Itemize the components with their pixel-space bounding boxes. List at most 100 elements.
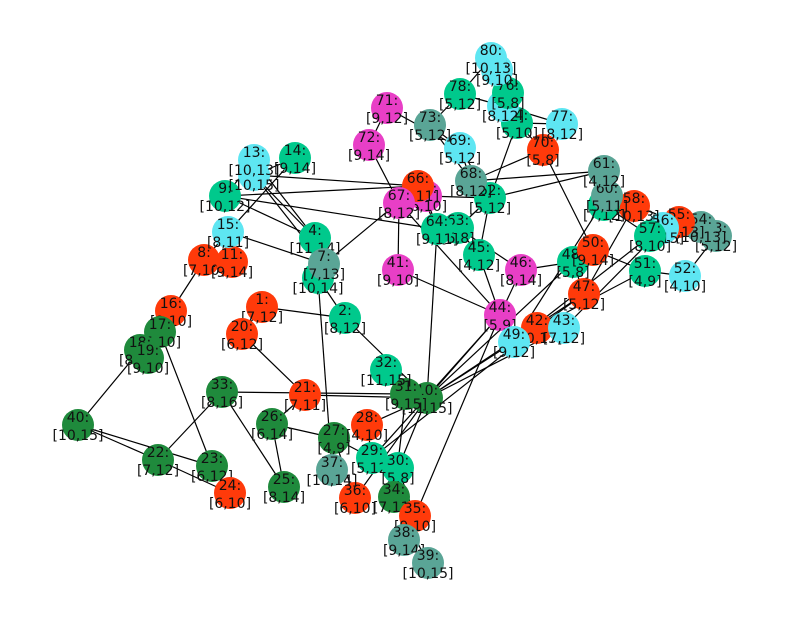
graph-node: 37:[10,14] — [306, 454, 358, 489]
graph-node: 19:[9,10] — [127, 342, 169, 377]
node-range-label: [8,12] — [324, 321, 366, 337]
node-range-label: [9,15] — [385, 397, 427, 413]
node-id-label: 21: — [294, 380, 317, 396]
graph-node: 14:[9,14] — [274, 142, 316, 177]
node-id-label: 9: — [218, 181, 232, 197]
edge-44-67 — [398, 202, 501, 316]
node-range-label: [5,10] — [496, 126, 538, 142]
node-circle — [498, 326, 530, 358]
node-id-label: 54: — [690, 212, 713, 228]
node-id-label: 1: — [255, 292, 269, 308]
node-id-label: 38: — [393, 525, 416, 541]
node-circle — [370, 354, 402, 386]
node-circle — [463, 239, 495, 271]
graph-node: 33:[8,16] — [201, 376, 243, 411]
node-id-label: 24: — [219, 478, 242, 494]
node-circle — [568, 278, 600, 310]
node-id-label: 11: — [221, 247, 244, 263]
graph-node: 71:[9,12] — [366, 92, 408, 127]
graph-node: 45:[4,12] — [458, 239, 500, 274]
graph-node: 52:[4,10] — [664, 260, 706, 295]
node-id-label: 40: — [67, 410, 90, 426]
node-range-label: [6,12] — [221, 337, 263, 353]
node-id-label: 23: — [201, 451, 224, 467]
node-id-label: 33: — [211, 377, 234, 393]
node-range-label: [9,11] — [416, 232, 458, 248]
edge-40-23 — [77, 424, 213, 467]
graph-node: 32:[11,15] — [360, 354, 412, 389]
node-circle — [226, 318, 258, 350]
node-circle — [588, 155, 620, 187]
graph-node: 60:[5,11] — [586, 180, 628, 215]
node-range-label: [6,14] — [251, 427, 293, 443]
node-circle — [132, 342, 164, 374]
node-range-label: [7,12] — [543, 331, 585, 347]
node-id-label: 4: — [308, 223, 322, 239]
graph-node: 26:[6,14] — [251, 408, 293, 443]
node-circle — [548, 312, 580, 344]
graph-node: 77:[8,12] — [541, 108, 583, 143]
edge-36-10 — [354, 397, 428, 499]
node-circle — [521, 312, 553, 344]
node-circle — [62, 409, 94, 441]
node-circle — [629, 255, 661, 287]
node-range-label: [10,15] — [52, 428, 103, 444]
node-circle — [475, 42, 507, 74]
graph-node: 31: [9,15] — [385, 378, 427, 413]
node-circle — [484, 299, 516, 331]
node-id-label: 52: — [674, 261, 697, 277]
node-circle — [455, 165, 487, 197]
edge-35-44 — [414, 314, 501, 517]
node-circle — [383, 187, 415, 219]
node-circle — [388, 524, 420, 556]
node-range-label: [4,9] — [628, 274, 661, 290]
graph-node: 9:[10,12] — [199, 180, 251, 215]
node-id-label: 80: — [480, 43, 503, 59]
node-range-label: [8,14] — [263, 490, 305, 506]
edge-66-9 — [224, 185, 419, 197]
node-id-label: 42: — [526, 313, 549, 329]
node-id-label: 13: — [243, 145, 266, 161]
edge-15-14 — [227, 157, 296, 233]
graph-node: 61:[4,12] — [583, 155, 625, 190]
edge-68-61 — [470, 170, 605, 182]
node-id-label: 41: — [387, 255, 410, 271]
node-id-label: 31: — [395, 379, 418, 395]
edge-33-25 — [221, 391, 285, 488]
graph-node: 2: [8,12] — [324, 302, 366, 337]
node-circle — [356, 442, 388, 474]
graph-node: 50:[9,14] — [572, 234, 614, 269]
node-circle — [591, 180, 623, 212]
node-circle — [382, 452, 414, 484]
node-id-label: 28: — [356, 410, 379, 426]
node-id-label: 15: — [217, 217, 240, 233]
node-range-label: [8,12] — [450, 184, 492, 200]
node-id-label: 7: — [317, 249, 331, 265]
graph-node: 47:[5,12] — [563, 278, 605, 313]
node-id-label: 43: — [553, 313, 576, 329]
node-range-label: [8,14] — [500, 273, 542, 289]
node-id-label: 14: — [284, 143, 307, 159]
node-id-label: 47: — [573, 279, 596, 295]
node-range-label: [9,10] — [127, 361, 169, 377]
node-id-label: 71: — [376, 93, 399, 109]
node-id-label: 2: — [338, 303, 352, 319]
edge-17-23 — [159, 331, 213, 467]
node-id-label: 44: — [489, 300, 512, 316]
node-circle — [279, 142, 311, 174]
node-range-label: [5,11] — [586, 199, 628, 215]
node-circle — [339, 482, 371, 514]
node-range-label: [9,10] — [377, 273, 419, 289]
node-circle — [444, 78, 476, 110]
node-id-label: 72: — [358, 130, 381, 146]
node-id-label: 35: — [404, 501, 427, 517]
node-range-label: [9,10] — [476, 73, 518, 89]
node-id-label: 37: — [321, 455, 344, 471]
node-circle — [212, 216, 244, 248]
node-id-label: 34: — [383, 482, 406, 498]
node-range-label: [7,13] — [303, 267, 345, 283]
node-circle — [527, 134, 559, 166]
node-circle — [142, 444, 174, 476]
node-range-label: [10,14] — [292, 281, 343, 297]
graph-node: 78:[5,12] — [439, 78, 481, 113]
